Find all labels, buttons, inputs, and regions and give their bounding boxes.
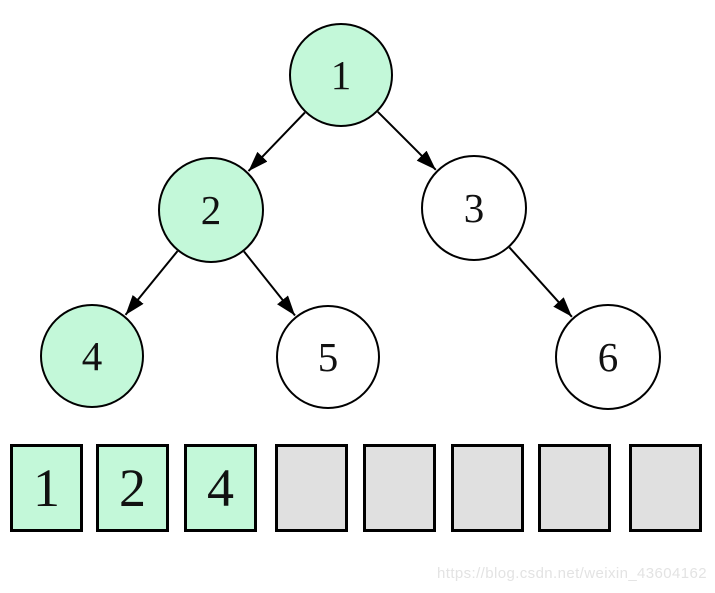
array-cell-8: [629, 444, 702, 532]
array-cell-7: [538, 444, 611, 532]
array-cell-4: [275, 444, 348, 532]
tree-node-5: [276, 305, 380, 409]
watermark-text: https://blog.csdn.net/weixin_43604162: [437, 565, 707, 582]
tree-diagram: 1 2 3 4 5 6: [40, 23, 661, 410]
tree-edge-2-4: [124, 250, 179, 316]
tree-node-1: [289, 23, 393, 127]
array-cell-1: 1: [10, 444, 83, 532]
tree-node-label-5: 5: [318, 334, 339, 380]
array-cell-5: [363, 444, 436, 532]
tree-node-3: [421, 155, 527, 261]
tree-node-4: [40, 304, 144, 408]
tree-node-2: [158, 157, 264, 263]
tree-node-label-6: 6: [598, 334, 619, 380]
tree-node-label-2: 2: [201, 187, 222, 233]
array-cell-3: 4: [184, 444, 257, 532]
tree-node-6: [555, 304, 661, 410]
tree-node-label-1: 1: [331, 52, 352, 98]
tree-node-label-4: 4: [82, 333, 103, 379]
array-cell-6: [451, 444, 524, 532]
tree-node-label-3: 3: [464, 185, 485, 231]
tree-edge-1-3: [377, 111, 437, 171]
tree-edge-3-6: [508, 246, 573, 318]
tree-edge-2-5: [243, 250, 296, 317]
array-cell-2: 2: [96, 444, 169, 532]
tree-edge-1-2: [247, 111, 306, 172]
